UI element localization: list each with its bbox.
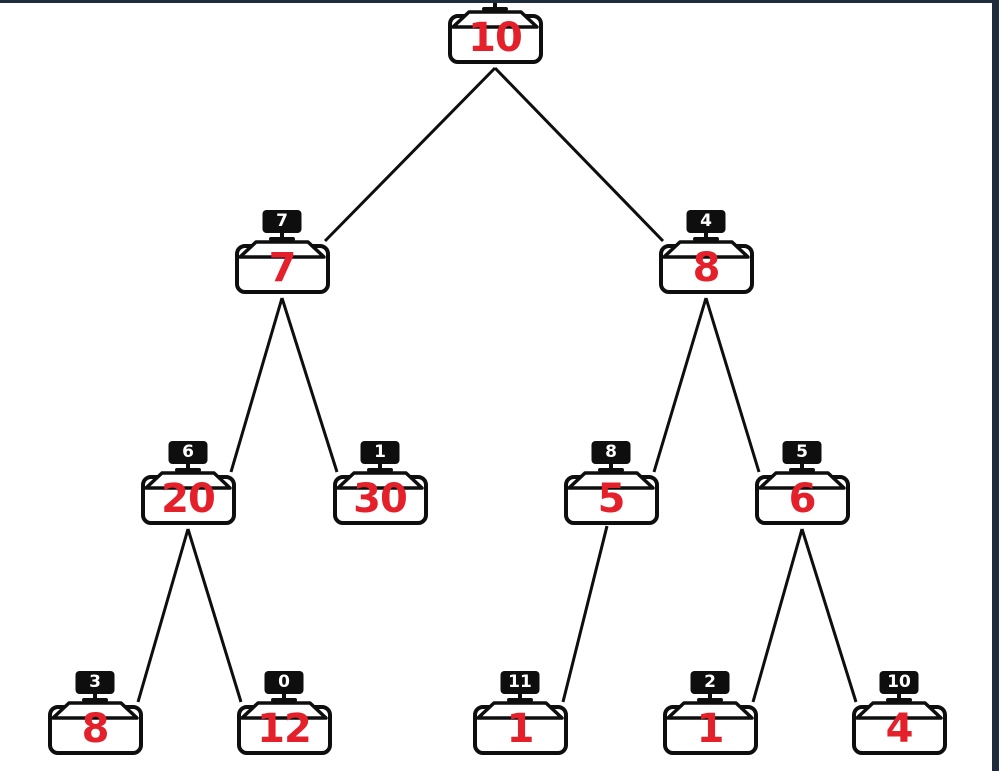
tag-stand-icon xyxy=(704,232,708,238)
tag-stand-icon xyxy=(708,693,712,699)
node-value: 12 xyxy=(257,706,312,752)
node-index-tag: 3 xyxy=(75,671,115,694)
tag-stand-base-icon xyxy=(789,468,815,472)
tag-stand-icon xyxy=(800,463,804,469)
tree-node-root: 10 xyxy=(447,0,543,70)
tree-node-lr: 30 1 xyxy=(332,439,428,531)
box-lid-icon xyxy=(451,10,539,29)
tag-stand-icon xyxy=(493,2,497,8)
node-index-tag: 0 xyxy=(264,671,304,694)
tree-edge-ll-lll xyxy=(136,528,190,703)
tree-edge-rr-rrr xyxy=(800,528,858,703)
tree-edge-root-l xyxy=(323,66,497,243)
tag-stand-base-icon xyxy=(886,698,912,702)
tree-edge-ll-llr xyxy=(186,528,243,703)
box-lid-icon xyxy=(855,701,943,720)
node-value: 4 xyxy=(885,706,914,752)
tag-stand-icon xyxy=(609,463,613,469)
box-lid-icon xyxy=(476,701,564,720)
node-index-tag: 4 xyxy=(686,210,726,233)
top-frame-bar xyxy=(0,0,999,3)
tree-edge-l-lr xyxy=(280,297,339,473)
node-index-tag: 10 xyxy=(879,671,919,694)
node-index-tag: 6 xyxy=(168,441,208,464)
tag-stand-base-icon xyxy=(507,698,533,702)
tag-stand-icon xyxy=(897,693,901,699)
tag-stand-base-icon xyxy=(367,468,393,472)
box-lid-icon xyxy=(144,471,232,490)
tag-stand-base-icon xyxy=(271,698,297,702)
box-lid-icon xyxy=(666,701,754,720)
tag-stand-icon xyxy=(93,693,97,699)
tree-node-ll: 20 6 xyxy=(140,439,236,531)
node-value: 1 xyxy=(696,706,725,752)
box-lid-icon xyxy=(662,240,750,259)
tag-stand-base-icon xyxy=(82,698,108,702)
tree-node-rrr: 4 10 xyxy=(851,669,947,761)
node-value: 20 xyxy=(161,476,216,522)
tree-edge-r-rr xyxy=(704,297,761,473)
tag-stand-icon xyxy=(378,463,382,469)
tree-edge-rr-rrl xyxy=(751,528,804,703)
tree-edge-rl-rll xyxy=(561,525,609,703)
node-index-tag: 2 xyxy=(690,671,730,694)
box-lid-icon xyxy=(238,240,326,259)
node-value: 10 xyxy=(468,15,523,61)
node-value: 8 xyxy=(692,245,721,291)
box-lid-icon xyxy=(758,471,846,490)
tag-stand-base-icon xyxy=(269,237,295,241)
node-value: 5 xyxy=(597,476,626,522)
tag-stand-base-icon xyxy=(598,468,624,472)
node-index-tag: 1 xyxy=(360,441,400,464)
node-value: 7 xyxy=(268,245,297,291)
node-index-tag: 11 xyxy=(500,671,540,694)
tree-edge-l-ll xyxy=(229,297,284,473)
tree-edge-root-r xyxy=(493,66,665,243)
tree-node-llr: 12 0 xyxy=(236,669,332,761)
box-lid-icon xyxy=(51,701,139,720)
node-index-tag: 7 xyxy=(262,210,302,233)
box-lid-icon xyxy=(240,701,328,720)
tag-stand-icon xyxy=(186,463,190,469)
node-value: 1 xyxy=(506,706,535,752)
tag-stand-icon xyxy=(280,232,284,238)
node-index-tag: 5 xyxy=(782,441,822,464)
node-value: 30 xyxy=(353,476,408,522)
node-index-tag: 8 xyxy=(591,441,631,464)
right-frame-bar xyxy=(992,0,999,771)
node-value: 8 xyxy=(81,706,110,752)
tag-stand-icon xyxy=(518,693,522,699)
tag-stand-base-icon xyxy=(697,698,723,702)
tag-stand-base-icon xyxy=(693,237,719,241)
box-lid-icon xyxy=(567,471,655,490)
tag-stand-base-icon xyxy=(175,468,201,472)
box-lid-icon xyxy=(336,471,424,490)
tree-edge-r-rl xyxy=(652,297,708,473)
tag-stand-base-icon xyxy=(482,7,508,11)
tag-stand-icon xyxy=(282,693,286,699)
node-value: 6 xyxy=(788,476,817,522)
